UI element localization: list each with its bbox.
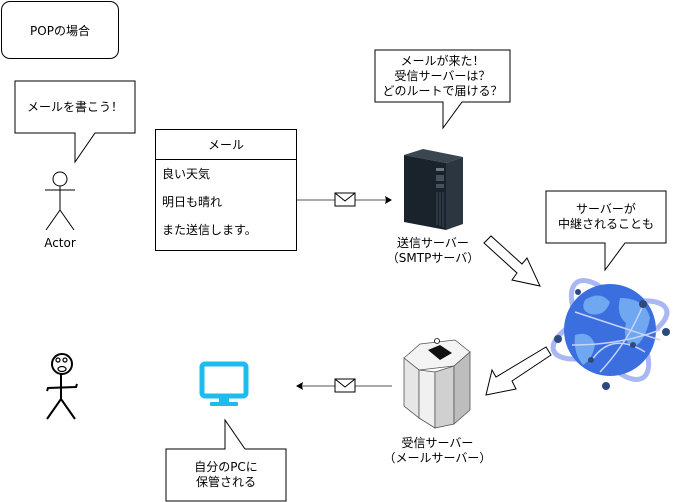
mail-line: 良い天気 [162,167,211,181]
smtp-server-label-line: 送信サーバー [397,236,469,250]
mail-line: 明日も晴れ [162,195,223,209]
smtp-callout-line: どのルートで届ける？ [382,83,503,98]
smtp-callout-shape [374,49,511,130]
mail-message-box: メール 良い天気 明日も晴れ また送信します。 [155,129,297,251]
actor-stick-figure-icon [45,171,75,231]
pc-callout: 自分のPCに 保管される [166,449,286,501]
globe-network-icon [550,278,670,390]
smtp-server-label-line: （SMTPサーバ） [386,251,480,265]
internet-callout-shape [545,190,667,272]
arrowhead-to-pc [296,382,303,390]
actor-callout-text: メールを書こう！ [26,99,123,114]
pc-callout-line: 保管される [195,475,256,489]
smtp-callout-line: 受信サーバーは？ [394,68,491,83]
internet-callout-line: 中継されることも [557,217,654,231]
smtp-callout: メールが来た！ 受信サーバーは？ どのルートで届ける？ [375,50,510,102]
monitor-icon [199,361,249,406]
actor-callout-shape [14,80,136,164]
receive-server-label: 受信サーバー （メールサーバー） [380,436,495,466]
hollow-arrow-smtp-to-internet [483,235,541,287]
internet-callout-line: サーバーが [576,202,636,216]
hollow-arrow-internet-to-receive [485,346,552,396]
actor-callout: メールを書こう！ [15,81,135,133]
internet-callout: サーバーが 中継されることも [546,191,666,243]
smtp-callout-line: メールが来た！ [400,53,485,68]
envelope-icon [334,192,356,207]
stick-figure-icon [46,353,78,420]
smtp-server-label: 送信サーバー （SMTPサーバ） [378,236,488,266]
mail-header: メール [156,130,296,160]
receive-server-label-line: 受信サーバー [401,436,474,450]
arrowhead-to-smtp [385,196,392,204]
mail-server-icon [403,338,471,429]
mail-line: また送信します。 [162,223,257,237]
pc-callout-line: 自分のPCに [194,460,258,474]
receive-server-label-line: （メールサーバー） [383,451,492,465]
server-tower-icon [404,149,463,230]
pc-callout-shape [165,418,287,502]
page-title: POPの場合 [1,1,119,59]
envelope-icon [334,378,356,393]
actor-label: Actor [44,236,76,250]
